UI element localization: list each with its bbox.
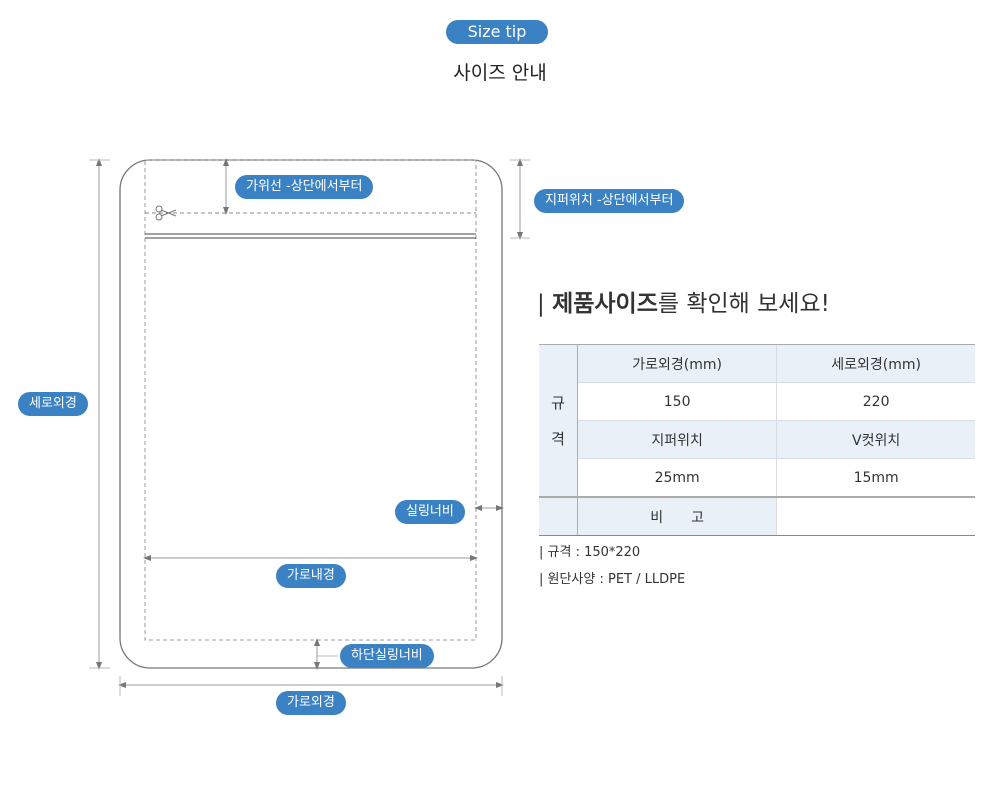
cut-line-label: 가위선 -상단에서부터 (235, 175, 374, 199)
height-label: 세로외경 (18, 392, 88, 416)
seal-line (144, 159, 477, 641)
cell: 220 (776, 382, 975, 421)
bottom-seal-label: 하단실링너비 (340, 644, 434, 668)
heading-bold: 제품사이즈 (552, 291, 658, 317)
col-header: 세로외경(mm) (776, 344, 975, 383)
col-header: 지퍼위치 (577, 420, 777, 459)
note-spec: | 규격 : 150*220 (539, 545, 641, 560)
outer-width-label: 가로외경 (276, 691, 346, 715)
zipper-position-label: 지퍼위치 -상단에서부터 (534, 189, 685, 213)
cell: 15mm (776, 458, 975, 498)
scissors-icon (155, 205, 177, 221)
cell: 25mm (577, 458, 777, 498)
bag-outline (119, 159, 503, 669)
heading-rest: 를 확인해 보세요! (657, 291, 830, 317)
product-size-heading: | 제품사이즈를 확인해 보세요! (537, 291, 830, 317)
remarks-label: 비 고 (577, 496, 777, 536)
col-header: 가로외경(mm) (577, 344, 777, 383)
inner-width-label: 가로내경 (276, 564, 346, 588)
size-tip-badge: Size tip (446, 20, 548, 44)
page-title: 사이즈 안내 (453, 62, 547, 84)
cell: 150 (577, 382, 777, 421)
side-label: 격 (551, 429, 565, 448)
side-label: 규 (551, 393, 565, 412)
note-material: | 원단사양 : PET / LLDPE (539, 572, 686, 587)
col-header: V컷위치 (776, 420, 975, 459)
remarks-value (776, 496, 975, 536)
seal-width-label: 실링너비 (395, 500, 465, 524)
